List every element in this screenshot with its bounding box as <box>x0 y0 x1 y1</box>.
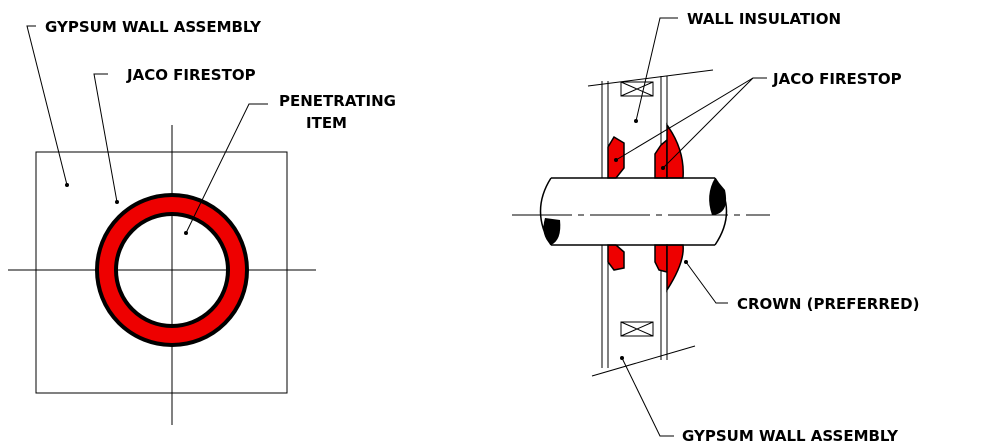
break-line-bottom <box>591 345 696 377</box>
leader-dot <box>620 356 624 360</box>
leader-dot <box>634 119 638 123</box>
label-penetrating-line1: PENETRATING <box>279 92 396 110</box>
leader-firestop-side-b <box>662 77 754 169</box>
leader-dot <box>65 183 69 187</box>
gypsum-wall-panel <box>35 151 288 394</box>
label-crown: CROWN (PREFERRED) <box>737 295 919 313</box>
crown-top <box>666 122 684 179</box>
label-penetrating-line2: ITEM <box>306 114 347 132</box>
label-gypsum-side: GYPSUM WALL ASSEMBLY <box>682 427 899 443</box>
leader-dot <box>661 166 665 170</box>
firestop-ring <box>94 193 250 347</box>
leader-penetrating <box>185 103 268 234</box>
leader-dot <box>115 200 119 204</box>
label-wall-insulation: WALL INSULATION <box>687 10 841 28</box>
insulation-bottom <box>620 321 654 337</box>
leader-firestop-front <box>93 73 118 203</box>
insulation-top <box>620 81 654 97</box>
label-firestop-front: JACO FIRESTOP <box>126 66 256 84</box>
side-view: WALL INSULATION JACO FIRESTOP CROWN (PRE… <box>512 10 919 443</box>
leader-dot <box>614 158 618 162</box>
penetrating-pipe <box>539 177 728 246</box>
leader-gypsum-side <box>621 357 674 437</box>
label-firestop-side: JACO FIRESTOP <box>772 70 902 88</box>
leader-firestop-side-a <box>615 77 767 161</box>
leader-dot <box>684 260 688 264</box>
pipe-end-shading-right <box>709 178 727 215</box>
firestop-sealant <box>607 122 684 293</box>
break-line-top <box>587 69 714 87</box>
front-view: GYPSUM WALL ASSEMBLY JACO FIRESTOP PENET… <box>8 18 396 425</box>
label-gypsum-front: GYPSUM WALL ASSEMBLY <box>45 18 262 36</box>
leader-crown <box>685 261 728 304</box>
leader-dot <box>184 231 188 235</box>
pipe-end-shading-left <box>543 218 561 245</box>
leader-insulation <box>635 17 678 122</box>
crown-bottom <box>666 244 684 293</box>
leader-gypsum-front <box>26 25 68 186</box>
